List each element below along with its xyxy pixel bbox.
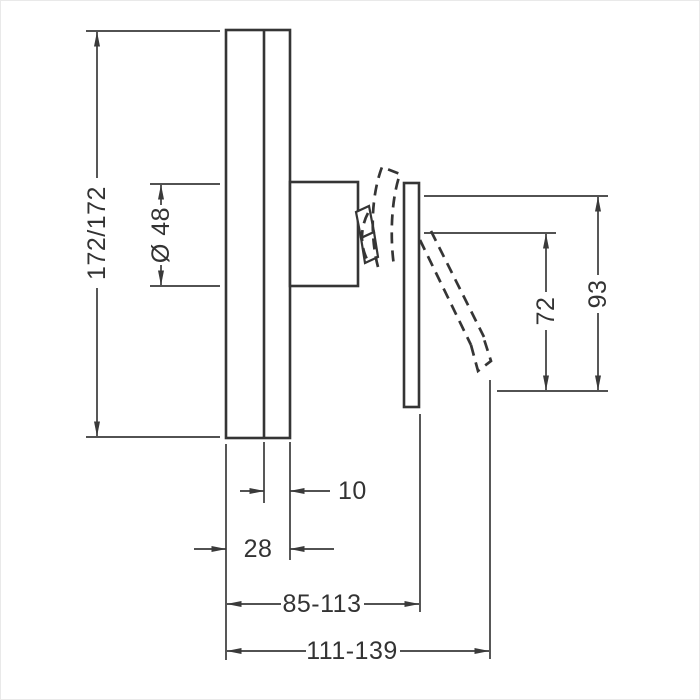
handle-down-position-dashed [418, 230, 493, 374]
dim-handle-clearance: 93 [424, 195, 612, 392]
dim-install-depth-inner: 85-113 [226, 414, 421, 618]
dim-trim-offset: 10 [240, 442, 367, 560]
handle-pivot-arc-dashed [360, 212, 370, 262]
dim-overall-height: 172/172 [83, 30, 220, 438]
dim-label-lever-height: 72 [532, 297, 560, 326]
handle-up-position-dashed [371, 165, 402, 268]
dim-label-trim-offset: 10 [338, 477, 367, 505]
dim-label-handle-clearance: 93 [584, 280, 612, 309]
lever-grip-tip [469, 335, 493, 374]
dim-install-depth-outer: 111-139 [226, 380, 491, 665]
fixture-geometry [224, 28, 493, 440]
dim-label-overall-height: 172/172 [83, 186, 111, 280]
handle-rosette [402, 181, 421, 409]
valve-body [288, 180, 360, 288]
lever-shaft-lower-edge [418, 239, 473, 346]
dim-label-install-depth-inner: 85-113 [283, 590, 362, 618]
dim-label-install-depth-outer: 111-139 [306, 637, 398, 665]
dim-lever-height: 72 [424, 232, 560, 391]
dim-plate-depth: 28 [194, 444, 334, 660]
dim-sleeve-diameter: Ø 48 [147, 183, 220, 287]
lever-shaft-upper-edge [429, 230, 486, 338]
escutcheon-plate [224, 28, 292, 440]
dim-label-sleeve-diameter: Ø 48 [147, 207, 175, 263]
dim-label-plate-depth: 28 [244, 535, 273, 563]
